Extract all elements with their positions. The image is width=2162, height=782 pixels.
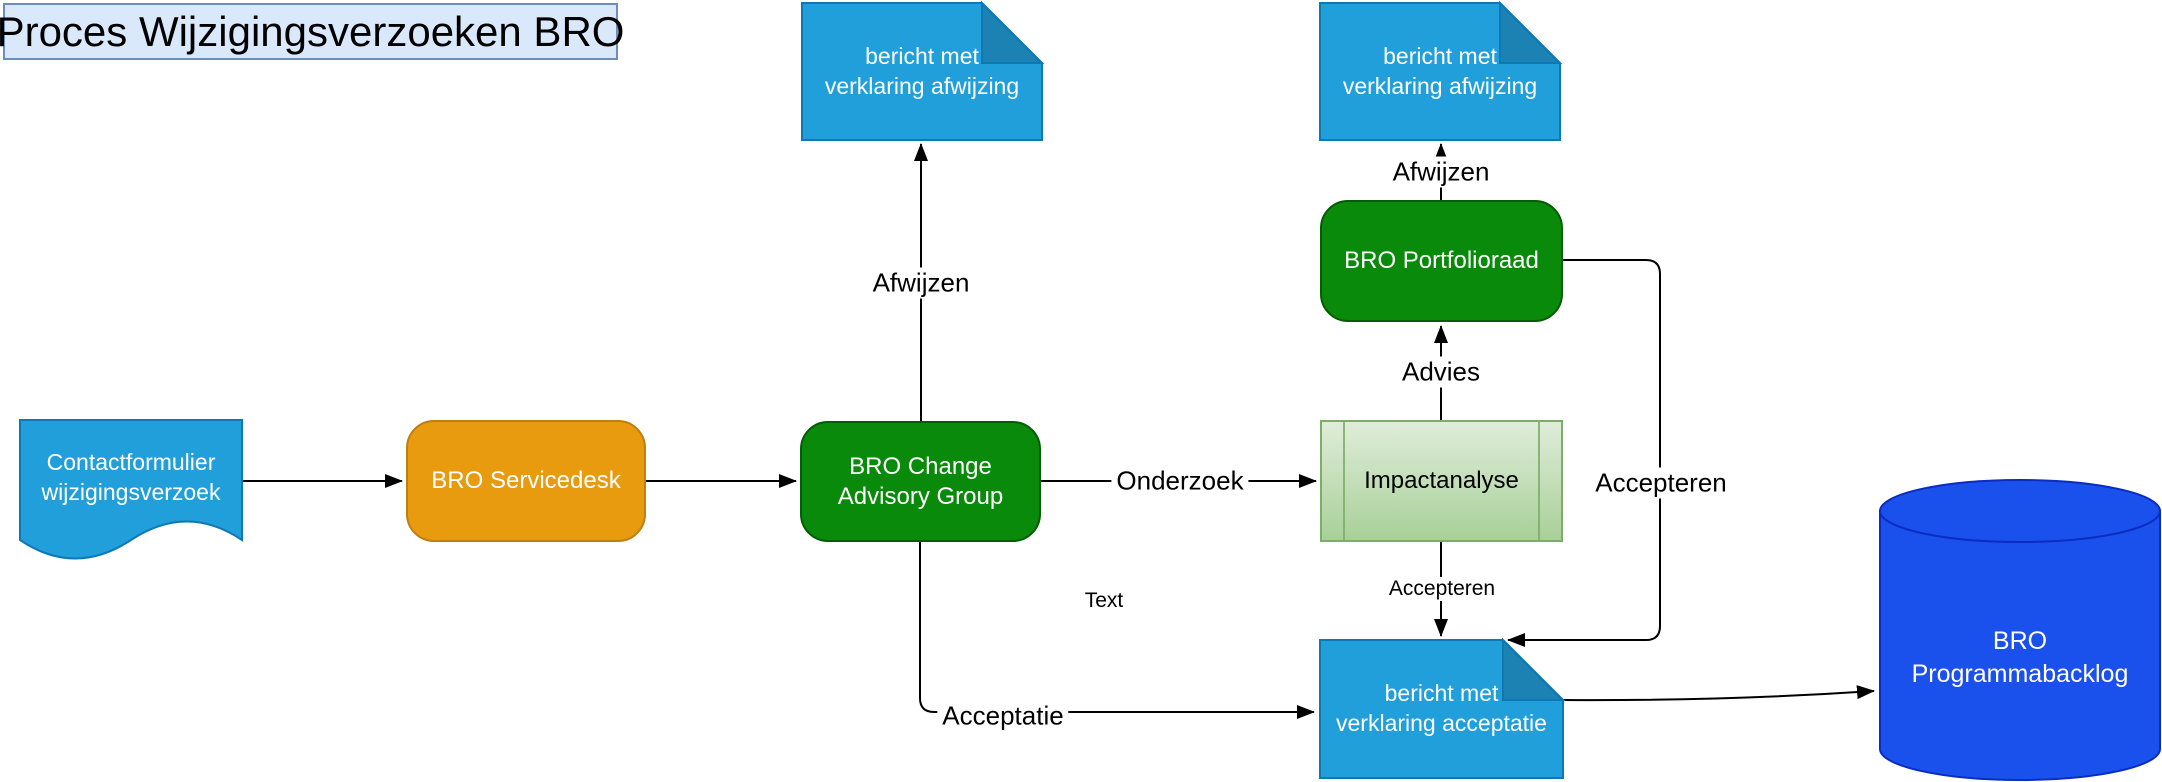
diagram-title: Proces Wijzigingsverzoeken BRO bbox=[0, 7, 625, 55]
note-fold-3 bbox=[1502, 637, 1566, 701]
node-label: BRO Portfolioraad bbox=[1344, 247, 1539, 274]
edge-label-accepteren-portfolio: Accepteren bbox=[1590, 467, 1732, 499]
cylinder-top-ellipse bbox=[1879, 479, 2161, 543]
edge-label-accepteren-impact: Accepteren bbox=[1383, 577, 1501, 601]
note-bericht-afwijzing-1[interactable] bbox=[801, 0, 1045, 141]
node-impactanalyse[interactable]: Impactanalyse bbox=[1320, 420, 1563, 542]
diagram-title-box[interactable]: Proces Wijzigingsverzoeken BRO bbox=[0, 3, 624, 60]
node-label: BRO Change Advisory Group bbox=[837, 452, 1004, 510]
database-bro-programmabacklog[interactable] bbox=[1879, 479, 2161, 781]
edge-label-acceptatie: Acceptatie bbox=[937, 700, 1069, 732]
edge-label-advies: Advies bbox=[1396, 356, 1486, 388]
note-fold-1 bbox=[981, 0, 1045, 64]
predefined-process-bar-right bbox=[1538, 422, 1540, 540]
edge-cag-to-acceptatie-note[interactable] bbox=[919, 542, 1315, 719]
node-label: BRO Servicedesk bbox=[431, 467, 621, 494]
node-bro-portfolioraad[interactable]: BRO Portfolioraad bbox=[1320, 200, 1563, 322]
edge-label-afwijzen-cag: Afwijzen bbox=[867, 267, 975, 299]
node-bro-servicedesk[interactable]: BRO Servicedesk bbox=[406, 420, 646, 542]
edge-label-afwijzen-portfolio: Afwijzen bbox=[1387, 156, 1495, 188]
note-bericht-acceptatie[interactable] bbox=[1319, 637, 1566, 779]
node-bro-change-advisory-group[interactable]: BRO Change Advisory Group bbox=[800, 421, 1041, 542]
free-text-label: Text bbox=[1079, 589, 1129, 613]
document-contactformulier[interactable] bbox=[19, 419, 243, 560]
edge-acceptatie-note-to-backlog[interactable] bbox=[1562, 685, 1875, 702]
edge-portfolioraad-to-acceptatie-note[interactable] bbox=[1507, 259, 1661, 647]
note-fold-2 bbox=[1499, 0, 1563, 64]
edge-label-onderzoek: Onderzoek bbox=[1111, 465, 1249, 497]
predefined-process-bar-left bbox=[1343, 422, 1345, 540]
note-bericht-afwijzing-2[interactable] bbox=[1319, 0, 1563, 141]
node-label: Impactanalyse bbox=[1364, 467, 1519, 494]
